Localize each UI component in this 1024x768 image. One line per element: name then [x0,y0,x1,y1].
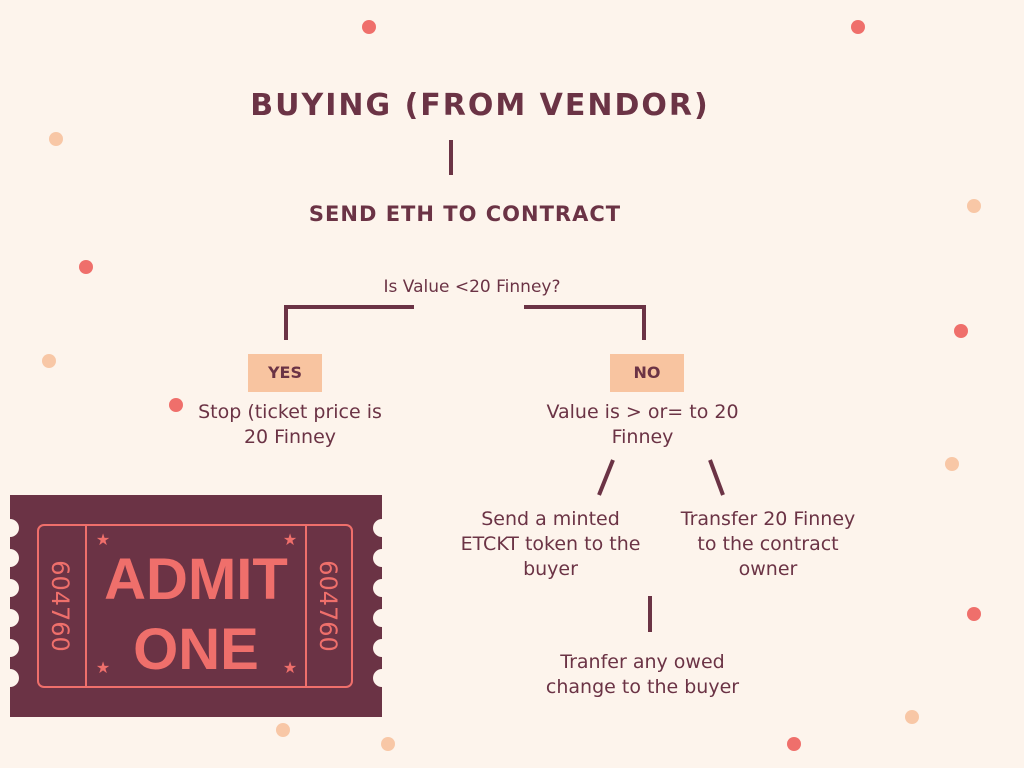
decision-question: Is Value <20 Finney? [383,277,561,297]
change-step: Tranfer any owed change to the buyer [545,651,740,698]
decor-dot [967,199,981,213]
decor-dot [905,710,919,724]
ticket-one-text: ONE [133,617,259,682]
decor-dot [362,20,376,34]
yes-result: Stop (ticket price is 20 Finney [198,401,382,448]
connector-line [648,596,652,632]
decor-dot [954,324,968,338]
decor-dot [945,457,959,471]
connector-line [449,140,453,175]
ticket-serial-right: 604760 [314,560,342,652]
no-result: Value is > or= to 20 Finney [546,401,739,448]
decor-dot [49,132,63,146]
diagram-title: BUYING (FROM VENDOR) [250,88,710,123]
ticket-serial-left: 604760 [46,560,74,652]
connector-line [642,305,646,340]
connector-line [284,305,288,340]
transfer-step: Transfer 20 Finney to the contract owner [680,508,856,580]
svg-text:★: ★ [96,658,110,677]
connector-line [284,305,414,309]
mint-step: Send a minted ETCKT token to the buyer [460,508,641,580]
decor-dot [851,20,865,34]
decor-dot [787,737,801,751]
branch-connectors [597,459,725,496]
svg-text:★: ★ [283,530,297,549]
decor-dot [42,354,56,368]
admit-one-ticket: ★ ★ ★ ★ ADMIT ONE 604760 604760 [0,495,392,717]
no-badge: NO [610,354,684,392]
decor-dot [967,607,981,621]
decor-dot [169,398,183,412]
svg-text:★: ★ [96,530,110,549]
svg-text:★: ★ [283,658,297,677]
yes-badge: YES [248,354,322,392]
connector-line [524,305,646,309]
step-send-eth: SEND ETH TO CONTRACT [308,202,622,226]
ticket-admit-text: ADMIT [104,547,288,612]
decor-dot [79,260,93,274]
decor-dot [276,723,290,737]
decor-dot [381,737,395,751]
